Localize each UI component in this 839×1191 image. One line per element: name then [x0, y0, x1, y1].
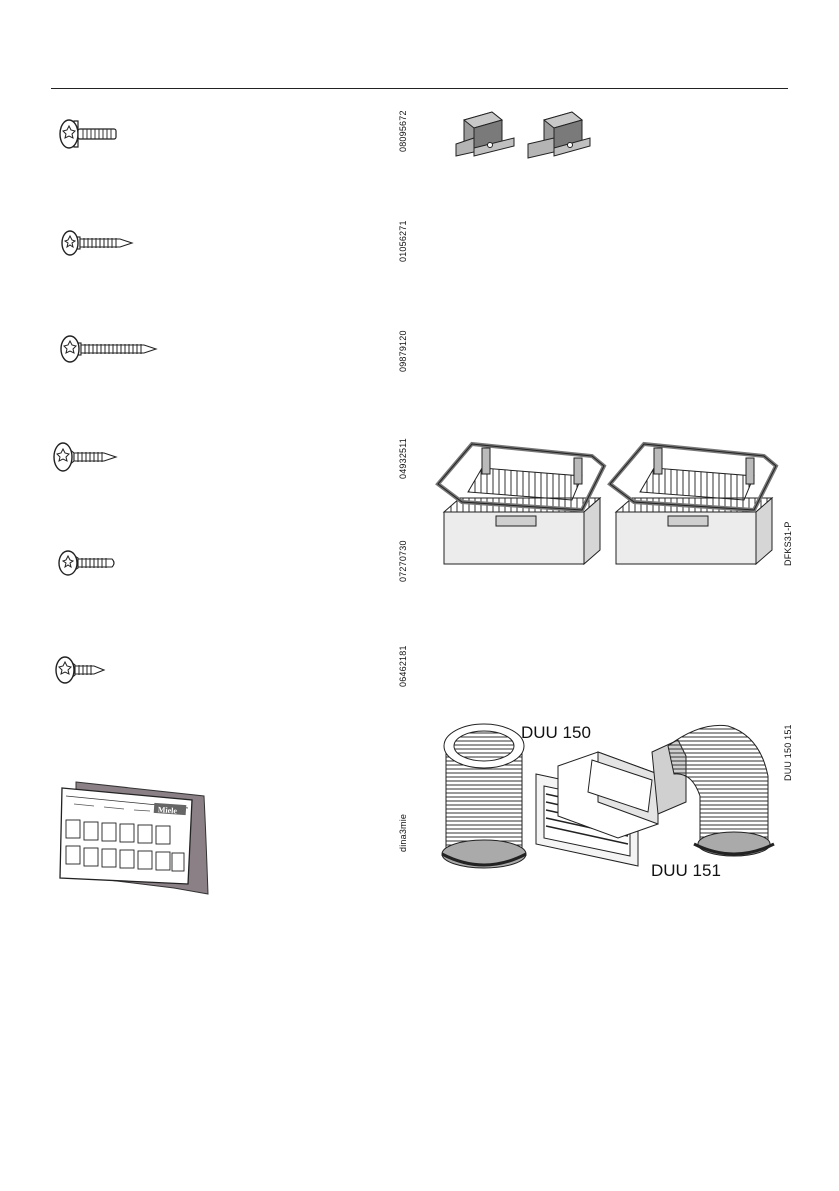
part-code-screw-6: 06462181 — [398, 645, 408, 687]
part-code-duct-kit: DUU 150 151 — [783, 724, 793, 781]
part-code-screw-1: 08095672 — [398, 110, 408, 152]
screw-5-illustration — [56, 546, 120, 580]
part-code-screw-3: 09879120 — [398, 330, 408, 372]
charcoal-filters-illustration — [432, 436, 784, 572]
instruction-manual-illustration: Miele — [54, 776, 214, 900]
screw-6-illustration — [52, 652, 112, 688]
screw-4-illustration — [50, 438, 122, 476]
screw-3-illustration — [58, 331, 162, 367]
part-code-filters: DFKS31-P — [783, 521, 793, 566]
mounting-brackets-illustration — [444, 108, 594, 170]
part-code-manual: dina3mie — [398, 814, 408, 852]
screw-2-illustration — [58, 226, 138, 260]
header-rule — [51, 88, 788, 89]
part-code-screw-4: 04932511 — [398, 438, 408, 479]
duct-kit-illustration — [438, 716, 778, 886]
part-code-screw-5: 07270730 — [398, 540, 408, 582]
screw-1-illustration — [54, 110, 124, 158]
manual-brand-logo: Miele — [158, 805, 178, 815]
duct-label-duu-151: DUU 151 — [651, 861, 721, 881]
duct-label-duu-150: DUU 150 — [521, 723, 591, 743]
part-code-screw-2: 01056271 — [398, 220, 408, 262]
